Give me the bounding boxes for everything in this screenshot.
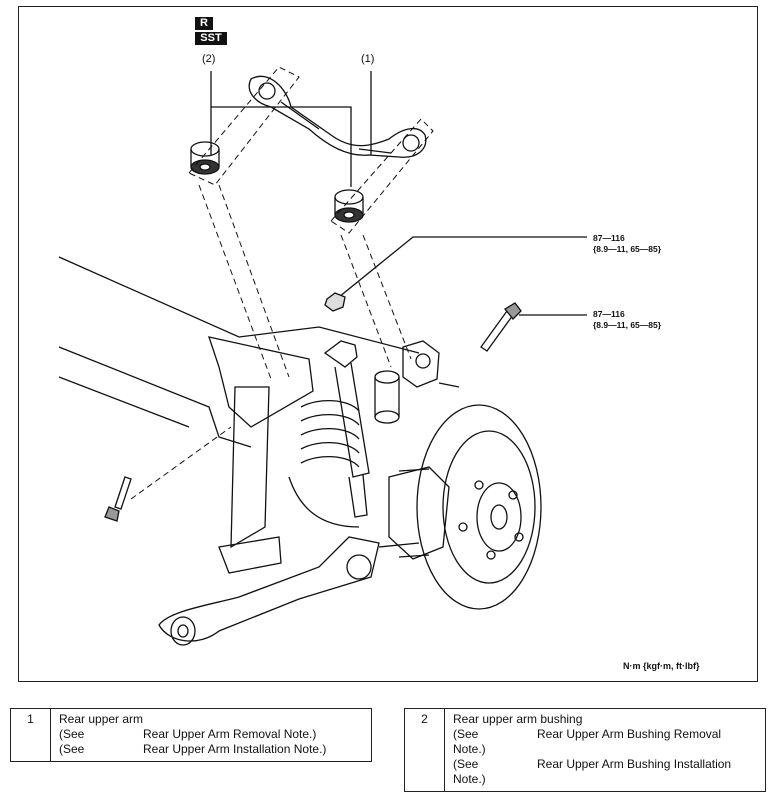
badge-sst: SST bbox=[195, 32, 227, 45]
item-name: Rear upper arm bbox=[59, 712, 144, 726]
ref-link-text[interactable]: Rear Upper Arm Installation Note.) bbox=[143, 742, 327, 756]
item-ref: (See Rear Upper Arm Bushing Installation bbox=[453, 757, 761, 772]
torque-spec-lower-imperial: {8.9—11, 65—85} bbox=[593, 320, 662, 330]
torque-spec-upper: 87—116 {8.9—11, 65—85} bbox=[593, 233, 661, 255]
badge-r: R bbox=[195, 17, 213, 30]
see-label: (See bbox=[453, 727, 479, 741]
coil-spring-drawing bbox=[300, 399, 360, 468]
nut-drawing bbox=[324, 292, 346, 312]
torque-spec-upper-imperial: {8.9—11, 65—85} bbox=[593, 244, 662, 254]
bushing-right-drawing bbox=[334, 189, 364, 223]
shock-absorber-drawing bbox=[323, 340, 370, 518]
torque-spec-upper-nm: 87—116 bbox=[593, 233, 625, 243]
bushing-left-drawing bbox=[190, 141, 220, 175]
rear-upper-arm-drawing bbox=[248, 75, 427, 158]
ref-link-text[interactable]: Rear Upper Arm Removal Note.) bbox=[143, 727, 317, 741]
knuckle-mount-drawing bbox=[402, 340, 460, 388]
lower-arm-drawing bbox=[158, 536, 380, 646]
bolt-upper-drawing bbox=[480, 302, 522, 352]
torque-spec-lower-nm: 87—116 bbox=[593, 309, 625, 319]
item-ref: (See Rear Upper Arm Bushing Removal bbox=[453, 727, 761, 742]
parts-table-item-1: 1 Rear upper arm (See Rear Upper Arm Remo… bbox=[10, 708, 372, 762]
torque-spec-lower: 87—116 {8.9—11, 65—85} bbox=[593, 309, 661, 331]
ref-link-text[interactable]: Rear Upper Arm Bushing Removal bbox=[537, 727, 722, 741]
item-number: 1 bbox=[11, 709, 51, 761]
item-ref: (See Rear Upper Arm Removal Note.) bbox=[59, 727, 367, 742]
callout-2: (2) bbox=[202, 53, 216, 65]
exploded-view-diagram: R SST (2) (1) 87—116 {8.9—11, 65—85} 87—… bbox=[18, 6, 758, 682]
brake-disc-drawing bbox=[416, 404, 542, 610]
bump-stop-drawing bbox=[374, 370, 400, 424]
caliper-drawing bbox=[378, 466, 450, 560]
item-number: 2 bbox=[405, 709, 445, 791]
item-ref: (See Rear Upper Arm Installation Note.) bbox=[59, 742, 367, 757]
bolt-lower-drawing bbox=[104, 476, 132, 522]
units-note: N·m {kgf·m, ft·lbf} bbox=[623, 661, 700, 671]
see-label: (See bbox=[59, 742, 85, 756]
suspension-drawing bbox=[58, 66, 587, 646]
item-name: Rear upper arm bushing bbox=[453, 712, 583, 726]
see-label: (See bbox=[59, 727, 85, 741]
crossmember-drawing bbox=[58, 256, 420, 574]
ref-link-text[interactable]: Rear Upper Arm Bushing Installation bbox=[537, 757, 732, 771]
see-label: (See bbox=[453, 757, 479, 771]
item-ref-continuation: Note.) bbox=[453, 742, 486, 756]
item-ref-continuation: Note.) bbox=[453, 772, 486, 786]
callout-1: (1) bbox=[361, 53, 375, 65]
